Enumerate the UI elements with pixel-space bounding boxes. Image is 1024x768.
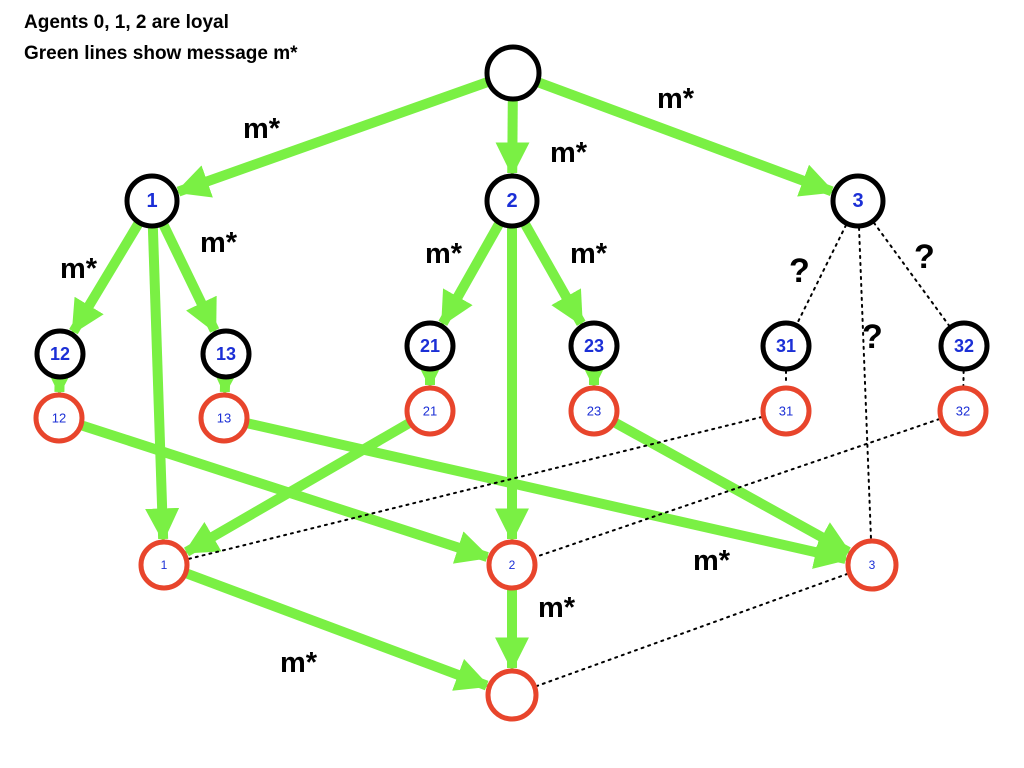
node-b21 bbox=[404, 320, 456, 372]
edge-r23-to-c3-arrow bbox=[613, 418, 852, 557]
message-label-6: m* bbox=[425, 238, 463, 270]
node-r32-label: 32 bbox=[956, 404, 970, 419]
labels-layer: m* m* m* m* m* m* m* m* m* m*??? bbox=[60, 83, 935, 679]
node-b32 bbox=[938, 320, 990, 372]
edge-r32-to-c2-dotted bbox=[535, 418, 941, 558]
message-label-8: m* bbox=[693, 545, 731, 577]
node-b23-label: 23 bbox=[584, 336, 604, 356]
edge-c3-to-bottom-dotted bbox=[536, 572, 849, 687]
message-label-7: m* bbox=[570, 238, 608, 270]
node-bottom bbox=[485, 668, 539, 722]
edge-a1-to-b13-arrow bbox=[159, 223, 220, 334]
node-a2 bbox=[484, 173, 540, 229]
edge-c1-to-bottom-arrow bbox=[185, 569, 490, 691]
edges-layer bbox=[42, 77, 965, 691]
node-r13 bbox=[198, 392, 250, 444]
node-b32-label: 32 bbox=[954, 336, 974, 356]
node-b12 bbox=[34, 328, 86, 380]
unknown-message-label-3: ? bbox=[862, 318, 883, 356]
node-b12-label: 12 bbox=[50, 344, 70, 364]
node-a2-label: 2 bbox=[506, 190, 517, 212]
edge-r31-to-c1-dotted bbox=[188, 416, 763, 560]
edge-a2-to-b21-arrow bbox=[438, 222, 504, 327]
edge-a1-to-b12-arrow bbox=[69, 221, 143, 335]
edge-r21-to-c1-arrow bbox=[183, 419, 411, 557]
message-label-9: m* bbox=[538, 592, 576, 624]
node-r31 bbox=[760, 385, 812, 437]
edge-root-to-a1-arrow bbox=[175, 77, 489, 198]
caption-green-lines: Green lines show message m* bbox=[24, 43, 298, 64]
edge-a2-to-b23-arrow bbox=[520, 222, 586, 327]
node-b13 bbox=[200, 328, 252, 380]
message-label-2: m* bbox=[550, 137, 588, 169]
node-r12-label: 12 bbox=[52, 411, 66, 426]
message-label-4: m* bbox=[60, 253, 98, 285]
node-a1 bbox=[124, 173, 180, 229]
caption-loyal-agents: Agents 0, 1, 2 are loyal bbox=[24, 12, 229, 33]
node-r12 bbox=[33, 392, 85, 444]
edge-a3-to-b31-dotted bbox=[796, 224, 847, 324]
node-r13-label: 13 bbox=[217, 411, 231, 426]
node-c1 bbox=[138, 539, 190, 591]
node-r31-label: 31 bbox=[779, 404, 793, 419]
message-label-1: m* bbox=[243, 113, 281, 145]
edge-a3-to-b32-dotted bbox=[872, 221, 950, 327]
node-c2-label: 2 bbox=[509, 558, 516, 572]
node-r21-label: 21 bbox=[423, 404, 437, 419]
edge-a3-to-c3-dotted bbox=[858, 226, 872, 540]
node-r23-label: 23 bbox=[587, 404, 601, 419]
unknown-message-label-1: ? bbox=[789, 252, 810, 290]
edge-a1-to-c1-arrow bbox=[145, 227, 180, 543]
node-r23 bbox=[568, 385, 620, 437]
node-a1-label: 1 bbox=[146, 190, 157, 212]
node-c3 bbox=[845, 538, 899, 592]
node-c1-label: 1 bbox=[161, 558, 168, 572]
node-r21 bbox=[404, 385, 456, 437]
unknown-message-label-2: ? bbox=[914, 238, 935, 276]
node-b21-label: 21 bbox=[420, 336, 440, 356]
node-root bbox=[484, 44, 542, 102]
node-a3 bbox=[830, 173, 886, 229]
edge-r13-to-c3-arrow bbox=[247, 418, 849, 569]
edge-root-to-a3-arrow bbox=[537, 78, 835, 197]
node-b31-label: 31 bbox=[776, 336, 796, 356]
node-r32 bbox=[937, 385, 989, 437]
message-label-3: m* bbox=[657, 83, 695, 115]
node-c3-label: 3 bbox=[869, 558, 876, 572]
node-b31 bbox=[760, 320, 812, 372]
edge-root-to-a2-arrow bbox=[495, 100, 530, 177]
node-b23 bbox=[568, 320, 620, 372]
node-c2 bbox=[486, 539, 538, 591]
node-b13-label: 13 bbox=[216, 344, 236, 364]
message-label-10: m* bbox=[280, 647, 318, 679]
node-a3-label: 3 bbox=[852, 190, 863, 212]
message-label-5: m* bbox=[200, 227, 238, 259]
